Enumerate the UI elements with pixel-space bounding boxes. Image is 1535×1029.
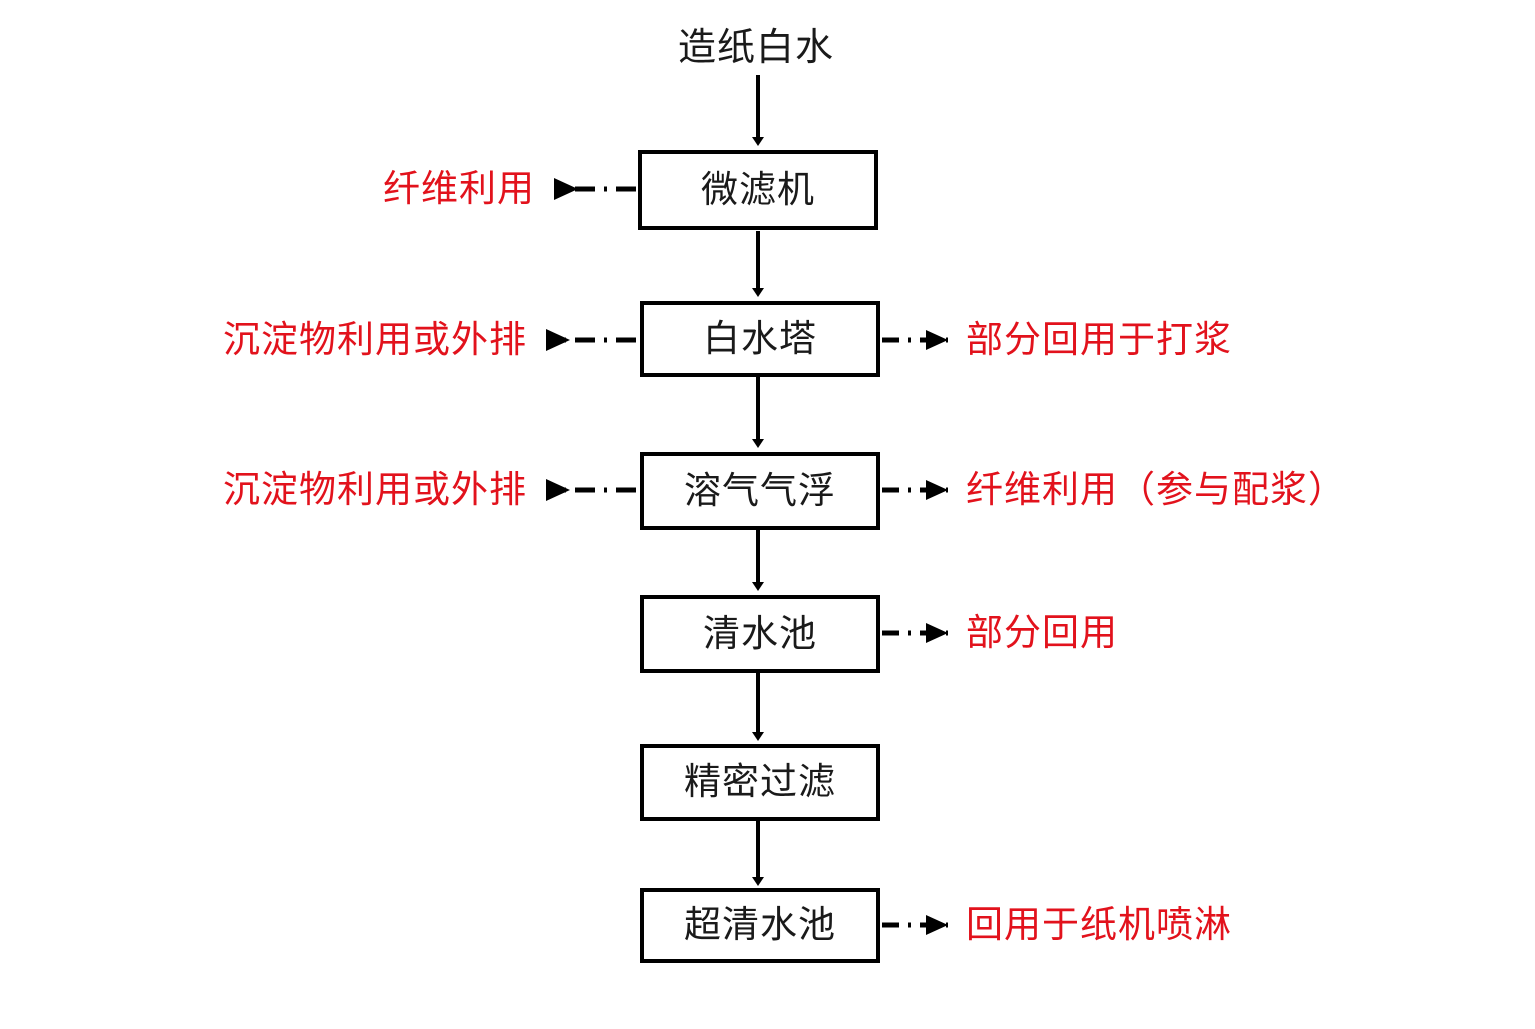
- label-reuse-paper-machine-spray: 回用于纸机喷淋: [966, 905, 1232, 946]
- node-precision-filter[interactable]: 精密过滤: [640, 744, 880, 821]
- label-partial-reuse-pulping: 部分回用于打浆: [966, 320, 1232, 361]
- node-dissolved-air-flotation[interactable]: 溶气气浮: [640, 452, 880, 530]
- node-white-water-tower[interactable]: 白水塔: [640, 301, 880, 377]
- node-clear-water-pool[interactable]: 清水池: [640, 595, 880, 673]
- inlet-title: 造纸白水: [678, 27, 835, 69]
- label-sediment-reuse-flotation: 沉淀物利用或外排: [223, 470, 527, 511]
- label-fiber-reuse-microfilter: 纤维利用: [383, 169, 535, 210]
- label-sediment-reuse-tower: 沉淀物利用或外排: [223, 320, 527, 361]
- label-partial-reuse: 部分回用: [966, 613, 1118, 654]
- node-ultra-clear-water-pool[interactable]: 超清水池: [640, 888, 880, 963]
- label-fiber-reuse-blending: 纤维利用（参与配浆）: [966, 470, 1346, 511]
- node-microfilter[interactable]: 微滤机: [638, 150, 878, 230]
